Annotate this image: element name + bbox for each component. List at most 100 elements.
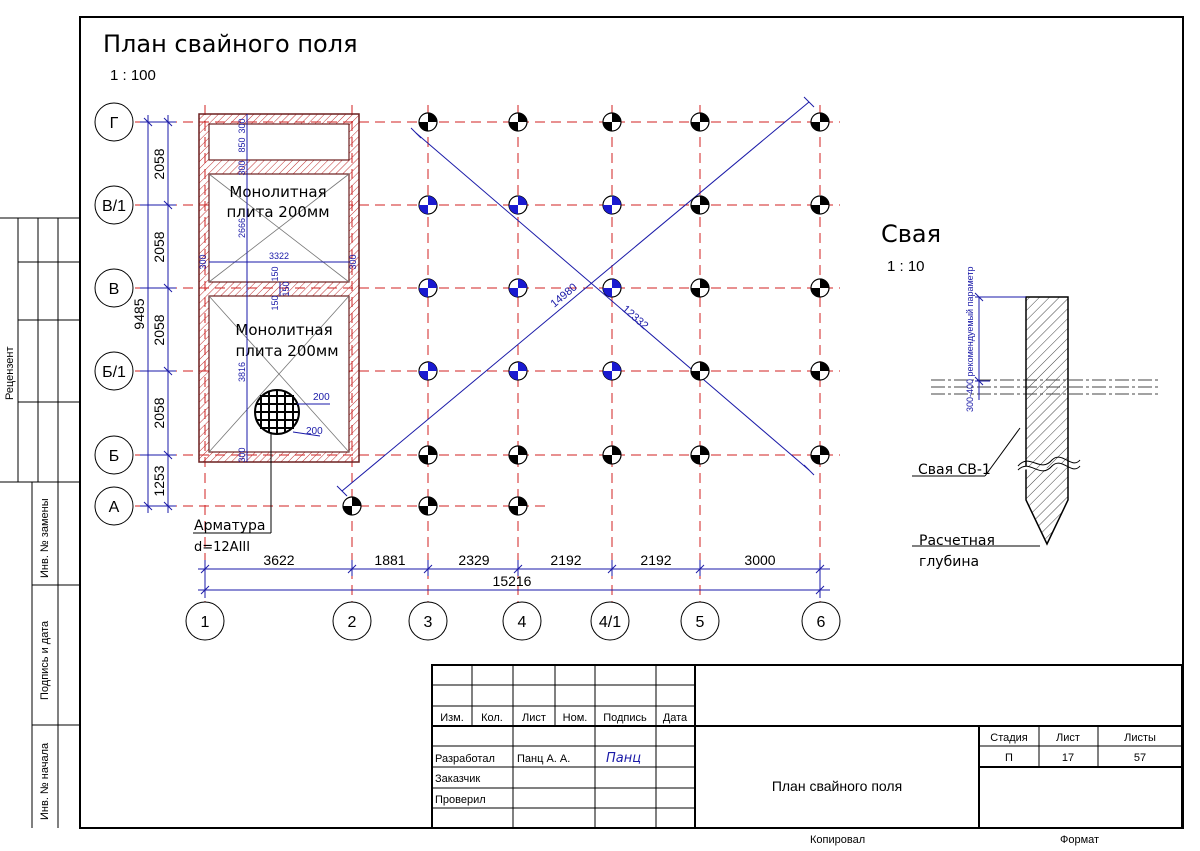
inner-dim: 2666 <box>237 218 247 238</box>
axis-row-label: Б <box>109 448 120 465</box>
col-dim: 1881 <box>374 552 405 568</box>
pile-quadrant <box>700 196 709 205</box>
pile-quadrant <box>700 279 709 288</box>
pile-quadrant <box>518 497 527 506</box>
pile-section-detail: 300-400 рекомендуемый параметр Свая СВ-1… <box>912 267 1160 570</box>
plan-title: План свайного поля <box>103 30 358 58</box>
pile-quadrant <box>509 371 518 380</box>
axis-col-label: 2 <box>348 614 357 631</box>
tb-header: Дата <box>663 712 688 724</box>
footer-format: Формат <box>1060 834 1099 846</box>
tb-drawing-name: План свайного поля <box>772 778 902 794</box>
col-dim: 2192 <box>640 552 671 568</box>
tb-developed-label: Разработал <box>435 753 495 765</box>
axis-col-label: 3 <box>424 614 433 631</box>
pile-quadrant <box>419 288 428 297</box>
axis-row-label: Г <box>110 115 119 132</box>
slab-2-line-1: Монолитная <box>235 321 332 339</box>
axis-row-label: В <box>109 281 120 298</box>
pile-quadrant <box>518 279 527 288</box>
pile-quadrant <box>518 196 527 205</box>
pile-quadrant <box>509 288 518 297</box>
row-total-dim: 9485 <box>131 298 147 329</box>
col-dim: 3000 <box>744 552 775 568</box>
pile-quadrant <box>352 497 361 506</box>
axis-col-label: 1 <box>201 614 210 631</box>
tb-header: Ном. <box>563 712 588 724</box>
inner-dim: 150 <box>281 281 291 296</box>
col-dim: 2329 <box>458 552 489 568</box>
pile-quadrant <box>700 113 709 122</box>
diag-dim-2: 12332 <box>619 303 650 332</box>
reviewer-label: Рецензент <box>4 347 16 401</box>
inv-replace-label: Инв. № замены <box>39 498 51 578</box>
pile-quadrant <box>612 446 621 455</box>
pile-depth-note: 300-400 рекомендуемый параметр <box>965 267 975 413</box>
pile-quadrant <box>811 455 820 464</box>
pile-quadrant <box>428 196 437 205</box>
rebar-label-2: d=12AIII <box>194 540 250 555</box>
pile-quadrant <box>428 362 437 371</box>
tb-checked-label: Проверил <box>435 794 486 806</box>
pile-quadrant <box>691 288 700 297</box>
tb-sheets-value: 57 <box>1134 752 1146 764</box>
pile-section-scale: 1 : 10 <box>887 258 925 275</box>
title-block: Изм. Кол. Лист Ном. Подпись Дата Разрабо… <box>431 664 1183 829</box>
row-dim: 1253 <box>151 465 167 496</box>
pile-quadrant <box>811 371 820 380</box>
pile-quadrant <box>603 205 612 214</box>
inner-dim: 300 <box>348 254 358 269</box>
calc-depth-label-1: Расчетная <box>919 533 995 549</box>
inner-dim: 850 <box>237 137 247 152</box>
tb-stage-value: П <box>1005 752 1013 764</box>
tb-customer-label: Заказчик <box>435 773 480 785</box>
pile-quadrant <box>509 122 518 131</box>
pile-quadrant <box>419 506 428 515</box>
pile-quadrant <box>811 205 820 214</box>
rebar-mesh: 200 200 <box>254 389 330 437</box>
pile-quadrant <box>612 362 621 371</box>
pile-quadrant <box>700 446 709 455</box>
pile-quadrant <box>419 455 428 464</box>
pile-quadrant <box>603 371 612 380</box>
calc-depth-label-2: глубина <box>919 554 979 570</box>
axis-col-label: 4 <box>518 614 527 631</box>
pile-quadrant <box>612 196 621 205</box>
pile-quadrant <box>691 122 700 131</box>
tb-header: Изм. <box>440 712 464 724</box>
mesh-dim-1: 200 <box>313 392 330 403</box>
inner-dim: 300 <box>237 160 247 175</box>
inner-dim: 300 <box>237 447 247 462</box>
inner-dim: 3816 <box>237 362 247 382</box>
pile-quadrant <box>518 113 527 122</box>
pile-quadrant <box>518 446 527 455</box>
row-dim: 2058 <box>151 231 167 262</box>
pile-quadrant <box>509 506 518 515</box>
col-dim: 3622 <box>263 552 294 568</box>
tb-header: Подпись <box>603 712 647 724</box>
slab-1-line-1: Монолитная <box>229 183 326 201</box>
row-axis-bubbles: Г В/1 В Б/1 Б А <box>94 102 134 526</box>
rebar-label-1: Арматура <box>194 518 266 534</box>
pile-quadrant <box>428 279 437 288</box>
pile-quadrant <box>518 362 527 371</box>
tb-developed-name: Панц А. А. <box>517 753 570 765</box>
pile-quadrant <box>509 455 518 464</box>
inner-dim: 150 <box>270 295 280 310</box>
tb-header: Лист <box>522 712 546 724</box>
tb-sheet-label: Лист <box>1056 732 1080 744</box>
tb-stage-label: Стадия <box>990 732 1028 744</box>
row-dimensions: 2058 2058 2058 2058 1253 9485 <box>131 115 176 513</box>
pile-quadrant <box>820 113 829 122</box>
axis-col-label: 5 <box>696 614 705 631</box>
col-dimensions: 3622 1881 2329 2192 2192 3000 15216 <box>198 552 830 598</box>
pile-quadrant <box>691 205 700 214</box>
plan-scale: 1 : 100 <box>110 67 156 84</box>
pile-section-title: Свая <box>881 220 941 248</box>
axis-row-label: А <box>109 499 120 516</box>
pile-quadrant <box>419 371 428 380</box>
pile-quadrant <box>691 371 700 380</box>
inner-dim: 300 <box>237 118 247 133</box>
slab-labels: Монолитная плита 200мм Монолитная плита … <box>226 183 338 360</box>
